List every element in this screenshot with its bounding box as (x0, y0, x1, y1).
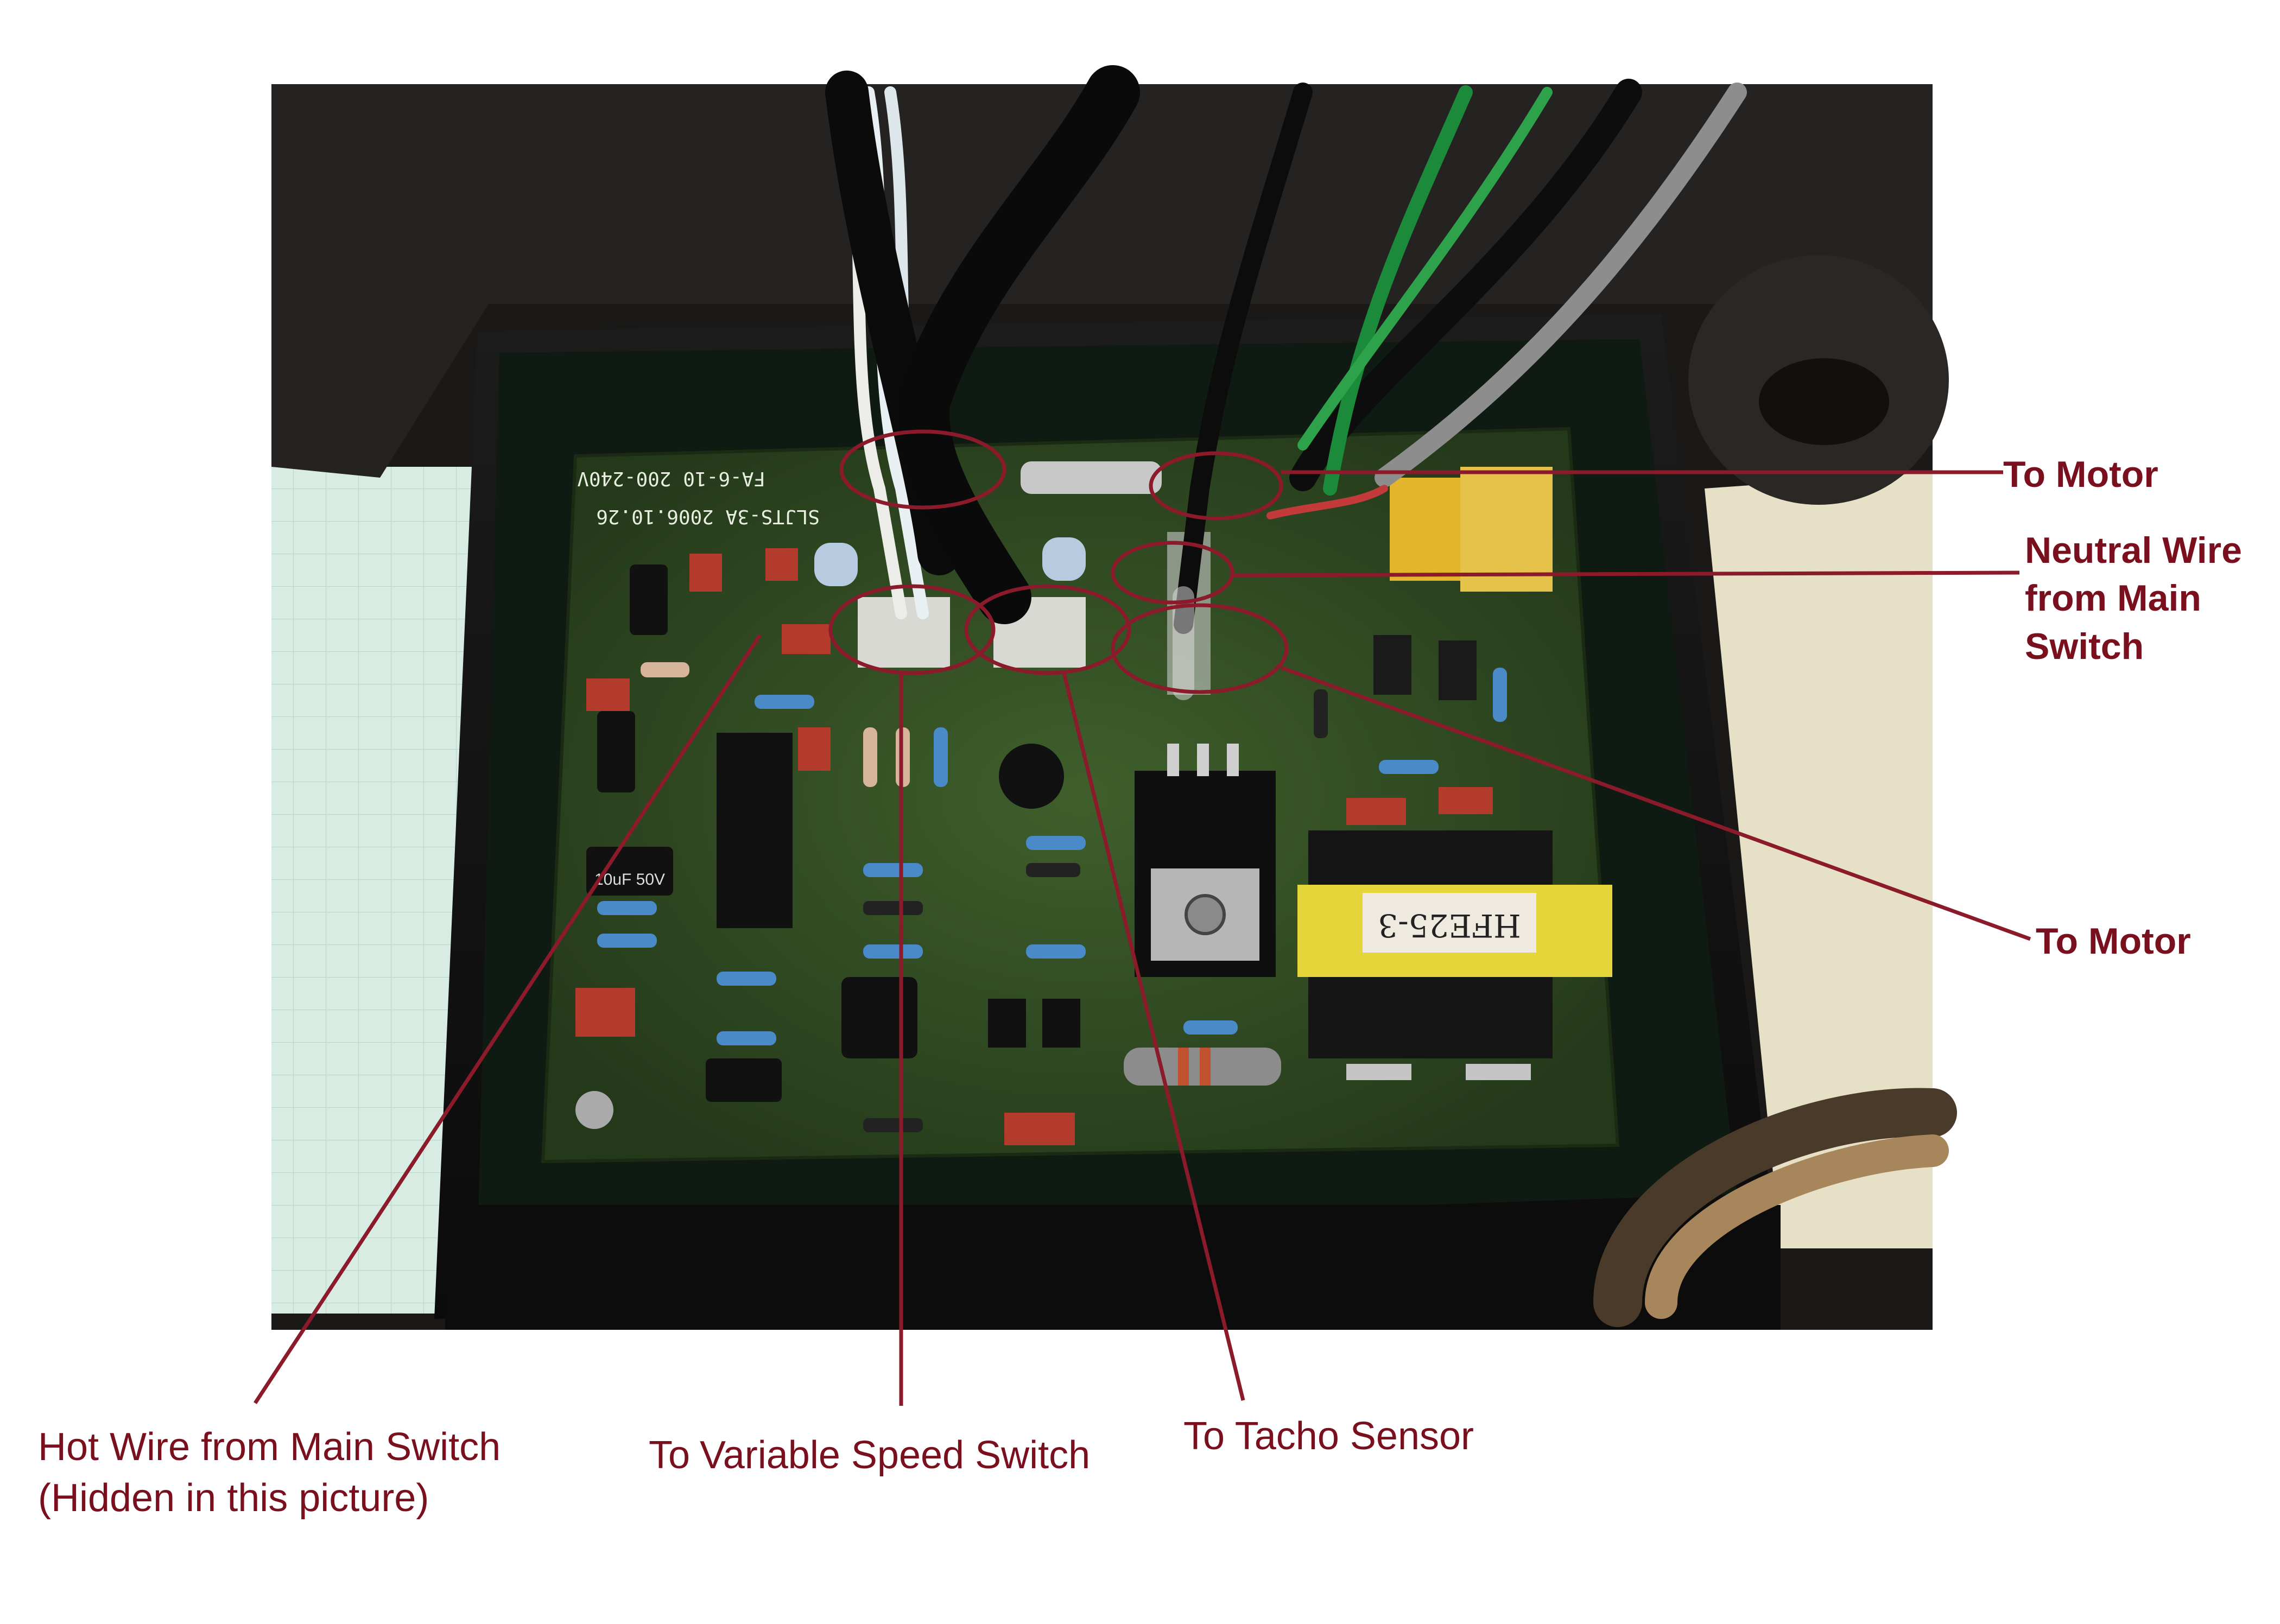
circle-motor-2 (1111, 603, 1289, 694)
circle-speed-switch (828, 584, 996, 675)
label-hot-wire: Hot Wire from Main Switch (Hidden in thi… (38, 1422, 501, 1524)
leader-hot-wire (254, 634, 762, 1404)
label-to-motor-bottom: To Motor (2036, 917, 2191, 965)
trimmer-pot-1 (814, 543, 858, 586)
board-label-1: FA-6-10 200-240V (577, 467, 765, 490)
circle-hot-wire (839, 429, 1006, 510)
trimmer-pot-2 (1042, 537, 1086, 581)
optocoupler-2 (1042, 999, 1080, 1048)
label-tacho-text: To Tacho Sensor (1183, 1414, 1474, 1458)
electrolytic-cap-5 (706, 1058, 782, 1102)
electrolytic-cap-4 (841, 977, 917, 1058)
leader-lines (254, 470, 2031, 1406)
label-neutral-line-2: from Main (2025, 578, 2201, 619)
annotation-circles (828, 429, 1289, 694)
label-neutral-wire: Neutral Wire from Main Switch (2025, 526, 2242, 670)
transformer-label: HFE25-3 (1378, 907, 1521, 944)
pcb-board: FA-6-10 200-240V SLJTS-3A 2006.10.26 HFE… (541, 427, 1620, 1164)
triac-heatsink (1135, 744, 1276, 977)
label-vss-prefix: To (649, 1433, 691, 1477)
label-neutral-line-3: Switch (2025, 625, 2144, 667)
electrolytic-cap-round (999, 744, 1064, 809)
electrolytic-cap-1 (630, 564, 668, 635)
label-hot-line-2: (Hidden in this picture) (38, 1476, 429, 1520)
leader-tacho (1062, 673, 1245, 1401)
label-neutral-line-1: Neutral Wire (2025, 530, 2242, 571)
label-to-motor-bottom-text: To Motor (2036, 921, 2191, 962)
circle-neutral (1111, 541, 1234, 605)
transistor-2 (1439, 640, 1477, 700)
fuse (1021, 461, 1162, 494)
ceramic-capacitors (575, 548, 1493, 1145)
leader-motor-2 (1280, 665, 2031, 941)
label-tacho-sensor: To Tacho Sensor (1183, 1411, 1474, 1462)
x-capacitor-2 (1460, 467, 1553, 592)
wiring (825, 65, 1957, 1327)
terminal-c (1466, 1064, 1531, 1080)
transformer: HFE25-3 (1297, 830, 1612, 1058)
circle-tacho (964, 584, 1131, 675)
label-to-motor-top: To Motor (2003, 451, 2158, 498)
terminal-c5 (1346, 1064, 1411, 1080)
transistor-1 (1373, 635, 1411, 695)
circle-motor-1 (1149, 451, 1283, 521)
leader-neutral (1232, 570, 2020, 578)
label-hot-line-1: Hot Wire from Main Switch (38, 1425, 501, 1469)
electrolytic-cap-3 (586, 847, 673, 896)
label-vss-text: Variable Speed Switch (700, 1433, 1091, 1477)
cap-label: 10uF 50V (594, 871, 665, 889)
electrolytic-cap-2 (597, 711, 635, 792)
label-to-motor-top-text: To Motor (2003, 454, 2158, 495)
board-label-2: SLJTS-3A 2006.10.26 (596, 505, 820, 528)
optocoupler-1 (988, 999, 1026, 1048)
screw (575, 1091, 613, 1129)
ic-chip (717, 733, 793, 928)
diodes (863, 689, 1328, 1132)
